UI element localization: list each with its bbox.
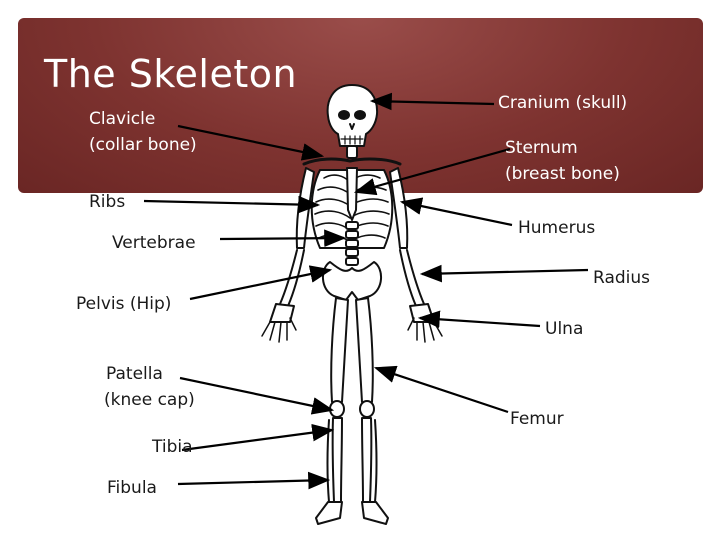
foot-right (361, 501, 389, 525)
tibia-left (331, 417, 343, 503)
pointer-cranium (369, 92, 495, 111)
label-sternum-line1: Sternum (505, 138, 578, 158)
femur-right (355, 297, 374, 403)
eye-socket-left (338, 110, 350, 120)
pointer-radius (419, 264, 589, 283)
label-ulna: Ulna (545, 319, 584, 339)
label-femur: Femur (510, 409, 564, 429)
femur-left (330, 297, 349, 403)
skeleton-figure (261, 84, 443, 525)
eye-socket-right (354, 110, 366, 120)
patella-right (359, 400, 375, 418)
skull (326, 84, 379, 147)
pointer-ribs (143, 195, 321, 214)
label-tibia: Tibia (152, 437, 193, 457)
pointer-tibia (181, 423, 335, 452)
pointer-patella (179, 376, 335, 415)
pelvis (322, 261, 382, 301)
spine (345, 221, 359, 266)
label-cranium: Cranium (skull) (498, 93, 628, 113)
slide-title: The Skeleton (44, 52, 298, 96)
pointer-fibula (177, 471, 331, 490)
label-sternum-line2: (breast bone) (505, 164, 620, 184)
label-pelvis: Pelvis (Hip) (76, 294, 172, 314)
label-clavicle-line1: Clavicle (89, 109, 156, 129)
clavicle-bones (302, 157, 402, 166)
pointer-ulna (417, 310, 541, 329)
label-patella-line2: (knee cap) (104, 390, 195, 410)
label-vertebrae: Vertebrae (112, 233, 196, 253)
label-humerus: Humerus (518, 218, 596, 238)
pointer-femur (373, 365, 509, 414)
fibula-left (326, 419, 330, 503)
sternum (346, 167, 358, 221)
foot-left (315, 501, 343, 525)
label-radius: Radius (593, 268, 651, 288)
label-clavicle-line2: (collar bone) (89, 135, 197, 155)
fibula-right (374, 419, 378, 503)
pointer-clavicle (177, 124, 325, 161)
tibia-right (361, 417, 373, 503)
label-ribs: Ribs (89, 192, 126, 212)
humerus-right (389, 167, 409, 249)
label-fibula: Fibula (107, 478, 157, 498)
pointer-pelvis (189, 265, 333, 301)
radius-ulna-right (399, 249, 425, 307)
pointer-vertebrae (219, 229, 347, 247)
hand-left (269, 303, 295, 323)
pointer-sternum (353, 147, 511, 196)
pointer-humerus (399, 197, 513, 227)
pointer-lines (143, 92, 589, 490)
label-patella-line1: Patella (106, 364, 163, 384)
